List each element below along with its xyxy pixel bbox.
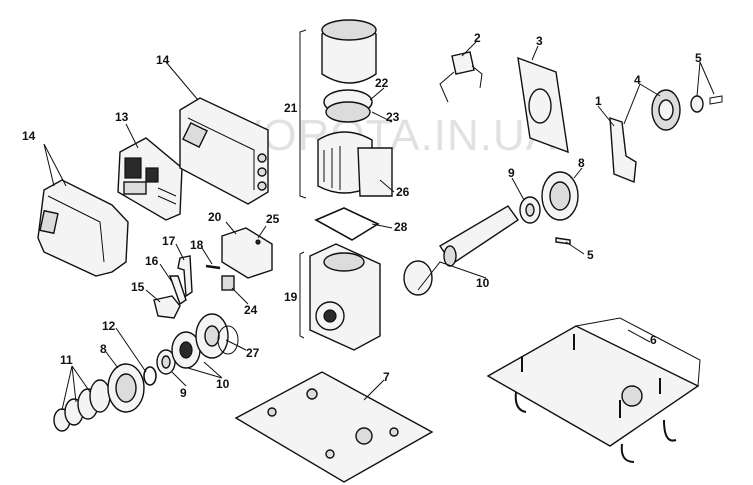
part-16-switch-bracket xyxy=(169,275,187,306)
part-23-fan xyxy=(325,101,371,123)
label-23: 23 xyxy=(386,110,400,124)
label-19: 19 xyxy=(284,290,298,304)
label-14-top: 14 xyxy=(156,53,170,67)
label-11: 11 xyxy=(60,353,73,367)
label-1: 1 xyxy=(595,94,602,108)
part-11-pulleys xyxy=(53,379,111,432)
label-10-left: 10 xyxy=(216,377,230,391)
part-28-gasket xyxy=(314,207,380,241)
watermark: VOROTA.IN.UA xyxy=(232,111,556,160)
part-2-sensor xyxy=(439,51,483,103)
label-22: 22 xyxy=(375,76,389,90)
part-26-motor xyxy=(317,131,393,197)
label-9-right: 9 xyxy=(508,166,515,180)
part-19-gearbox xyxy=(299,243,381,351)
part-3-bracket-plate xyxy=(517,56,569,154)
label-28: 28 xyxy=(394,220,408,234)
part-14-control-box xyxy=(179,97,269,205)
part-8-bearing-housing-right xyxy=(541,171,579,221)
part-24-terminal xyxy=(221,275,235,291)
label-13: 13 xyxy=(115,110,129,124)
part-13-control-board xyxy=(117,137,183,221)
part-6-mounting-plate xyxy=(486,317,701,463)
label-15: 15 xyxy=(131,280,145,294)
part-21-motor-assembly xyxy=(299,19,377,199)
part-27-disc xyxy=(195,313,239,359)
label-17: 17 xyxy=(162,234,176,248)
part-15-limit-switch xyxy=(153,295,181,319)
label-5-top: 5 xyxy=(695,51,702,65)
label-9-left: 9 xyxy=(180,386,187,400)
label-6: 6 xyxy=(650,333,657,347)
label-10-right: 10 xyxy=(476,276,490,290)
label-8-left: 8 xyxy=(100,342,107,356)
part-20-cover-plate xyxy=(221,227,273,279)
part-12-ring xyxy=(143,366,157,386)
part-9-seal-right xyxy=(519,196,541,224)
part-4-gear xyxy=(651,89,681,131)
label-26: 26 xyxy=(396,185,410,199)
label-2: 2 xyxy=(474,31,481,45)
label-25: 25 xyxy=(266,212,280,226)
part-8-bearing-housing-left xyxy=(107,363,145,413)
label-8-right: 8 xyxy=(578,156,585,170)
label-14-left: 14 xyxy=(22,129,36,143)
label-20: 20 xyxy=(208,210,222,224)
label-24: 24 xyxy=(244,303,258,317)
label-21: 21 xyxy=(284,101,298,115)
part-7-base-plate xyxy=(234,371,434,483)
label-4: 4 xyxy=(634,73,641,87)
leader-lines xyxy=(43,41,715,411)
label-12: 12 xyxy=(102,319,116,333)
part-5-washer-screw xyxy=(690,95,723,113)
part-14-cover-left xyxy=(37,179,129,277)
label-5-bottom: 5 xyxy=(587,248,594,262)
part-17-bracket xyxy=(177,255,193,298)
part-18-pin xyxy=(205,264,221,270)
label-27: 27 xyxy=(246,346,260,360)
label-7: 7 xyxy=(383,370,390,384)
part-9-seal-left xyxy=(156,349,176,375)
label-16: 16 xyxy=(145,254,159,268)
label-3: 3 xyxy=(536,34,543,48)
part-number-labels: 14 13 14 20 25 18 17 16 15 24 27 10 9 12… xyxy=(22,31,702,400)
label-18: 18 xyxy=(190,238,204,252)
part-10-shaft-assembly xyxy=(403,205,519,296)
part-1-bracket xyxy=(609,117,637,183)
